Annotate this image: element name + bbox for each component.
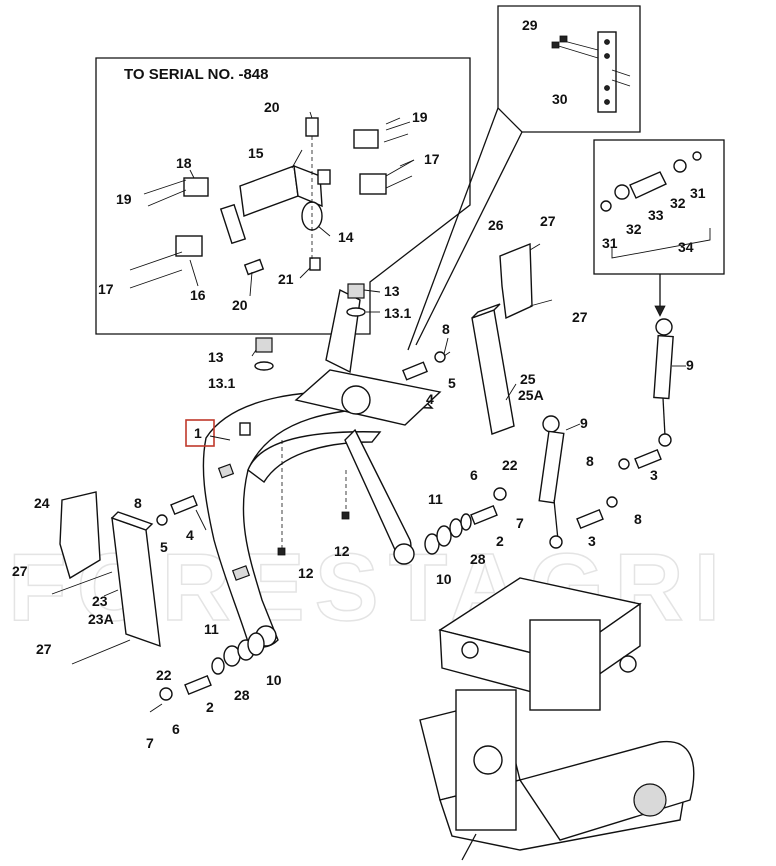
label-6: 6 [172, 721, 180, 737]
label-9: 9 [580, 415, 588, 431]
label-10: 10 [266, 672, 282, 688]
label-4: 4 [426, 391, 434, 407]
label-19: 19 [412, 109, 428, 125]
label-3: 3 [650, 467, 658, 483]
label-20: 20 [264, 99, 280, 115]
inset-parts [129, 117, 415, 289]
part-labels: 1 2 2 3 3 4 4 5 5 6 6 7 7 8 8 8 8 9 9 10… [12, 17, 706, 751]
label-21: 21 [278, 271, 294, 287]
label-8: 8 [134, 495, 142, 511]
label-1: 1 [194, 425, 202, 441]
plate-25 [471, 303, 515, 435]
label-7: 7 [146, 735, 154, 751]
label-27: 27 [572, 309, 588, 325]
bracket-26 [499, 242, 533, 320]
label-24: 24 [34, 495, 50, 511]
bracket-24 [59, 491, 101, 580]
label-13: 13 [384, 283, 400, 299]
label-5: 5 [160, 539, 168, 555]
pins-and-seals [156, 283, 662, 701]
leader-lines [103, 111, 686, 597]
label-14: 14 [338, 229, 354, 245]
inset-box-31-34 [593, 139, 725, 317]
label-30: 30 [552, 91, 568, 107]
inset-box-29-30 [407, 5, 641, 351]
label-29: 29 [522, 17, 538, 33]
label-19: 19 [116, 191, 132, 207]
label-27: 27 [36, 641, 52, 657]
label-31: 31 [602, 235, 618, 251]
label-10: 10 [436, 571, 452, 587]
inset-box-serial: TO SERIAL NO. -848 [95, 57, 471, 335]
label-8: 8 [586, 453, 594, 469]
bracket-30 [597, 31, 617, 113]
label-11: 11 [204, 621, 219, 637]
label-13: 13 [208, 349, 224, 365]
label-12: 12 [298, 565, 314, 581]
base-frame [419, 577, 695, 861]
part-1-highlight [185, 419, 215, 447]
plate-23 [110, 511, 161, 648]
label-5: 5 [448, 375, 456, 391]
cylinder-9-right [653, 318, 674, 447]
label-23: 23 [92, 593, 108, 609]
label-2: 2 [496, 533, 504, 549]
label-4: 4 [186, 527, 194, 543]
label-20: 20 [232, 297, 248, 313]
label-22: 22 [502, 457, 518, 473]
fasteners [51, 243, 553, 713]
label-13-1: 13.1 [208, 375, 235, 391]
label-32: 32 [626, 221, 642, 237]
label-8: 8 [634, 511, 642, 527]
label-27: 27 [540, 213, 556, 229]
inset-title: TO SERIAL NO. -848 [124, 66, 269, 83]
label-2: 2 [206, 699, 214, 715]
cylinder-9-left [538, 415, 565, 549]
label-12: 12 [334, 543, 350, 559]
label-26: 26 [488, 217, 504, 233]
label-32: 32 [670, 195, 686, 211]
label-17: 17 [424, 151, 440, 167]
lift-arm-1 [202, 288, 442, 648]
label-16: 16 [190, 287, 206, 303]
label-28: 28 [470, 551, 486, 567]
label-25: 25 [520, 371, 536, 387]
rod-33 [629, 171, 667, 199]
label-25a: 25A [518, 387, 544, 403]
label-33: 33 [648, 207, 664, 223]
label-31: 31 [690, 185, 706, 201]
label-9: 9 [686, 357, 694, 373]
label-15: 15 [248, 145, 264, 161]
label-7: 7 [516, 515, 524, 531]
label-27: 27 [12, 563, 28, 579]
label-6: 6 [470, 467, 478, 483]
label-17: 17 [98, 281, 114, 297]
label-11: 11 [428, 491, 443, 507]
label-3: 3 [588, 533, 596, 549]
label-13-1: 13.1 [384, 305, 411, 321]
label-23a: 23A [88, 611, 114, 627]
label-18: 18 [176, 155, 192, 171]
label-8: 8 [442, 321, 450, 337]
label-22: 22 [156, 667, 172, 683]
label-34: 34 [678, 239, 694, 255]
label-28: 28 [234, 687, 250, 703]
